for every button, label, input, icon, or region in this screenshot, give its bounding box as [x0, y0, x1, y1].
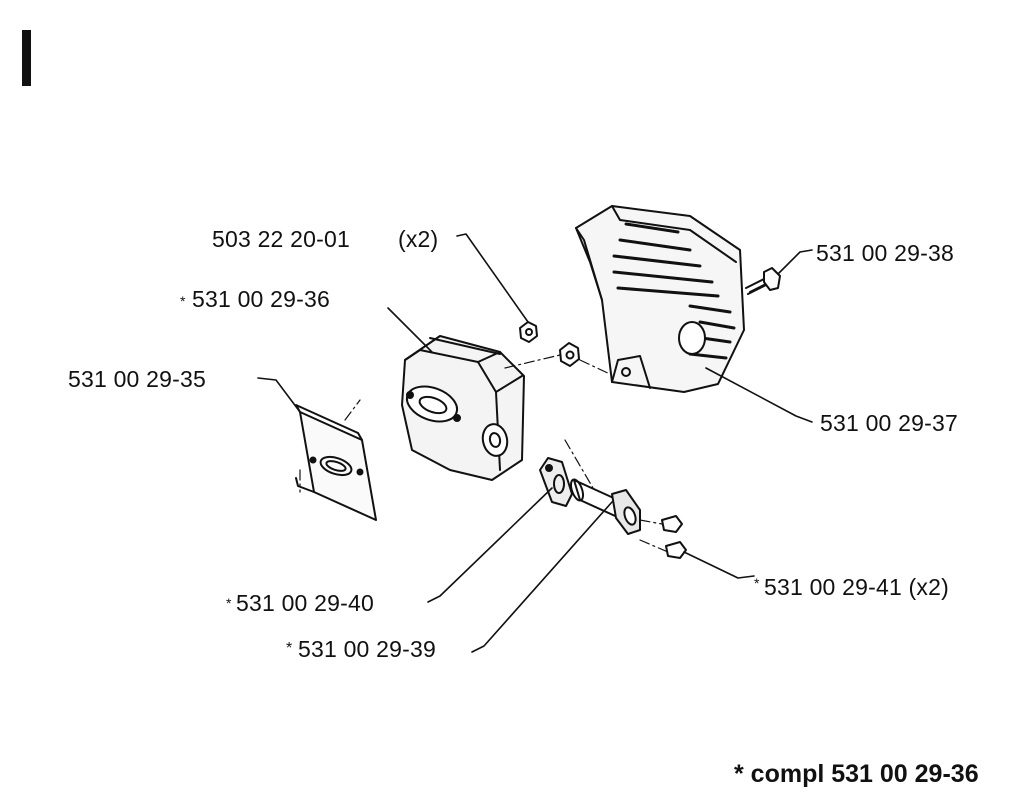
flange-gasket-part: [539, 457, 573, 507]
exhaust-pipe-part: [569, 478, 641, 535]
label-531-00-29-38: 531 00 29-38: [816, 240, 954, 266]
section-marker: [22, 30, 31, 86]
label-531-00-29-41: 531 00 29-41 (x2): [764, 574, 949, 600]
muffler-body-part: [401, 335, 525, 481]
footer-note: * compl 531 00 29-36: [734, 760, 979, 788]
label-503-quantity: (x2): [398, 226, 439, 252]
leader-lines: [257, 233, 813, 653]
label-531-00-29-35: 531 00 29-35: [68, 366, 206, 392]
label-531-00-29-40: 531 00 29-40: [236, 590, 374, 616]
muffler-cover-part: [575, 205, 745, 393]
label-531-00-29-36: 531 00 29-36: [192, 286, 330, 312]
pipe-screws-part: [661, 515, 687, 559]
gasket-part: [295, 404, 377, 521]
label-531-00-29-36-marker: *: [180, 293, 186, 309]
label-531-00-29-40-marker: *: [226, 595, 232, 611]
label-531-00-29-41-marker: *: [754, 575, 760, 591]
label-531-00-29-37: 531 00 29-37: [820, 410, 958, 436]
label-531-00-29-39: 531 00 29-39: [298, 636, 436, 662]
label-503-22-20-01: 503 22 20-01: [212, 226, 350, 252]
nut-parts: [519, 321, 580, 367]
cover-screw-part: [745, 267, 781, 295]
label-531-00-29-39-marker: *: [286, 640, 293, 657]
assembly-lines: [299, 354, 669, 553]
